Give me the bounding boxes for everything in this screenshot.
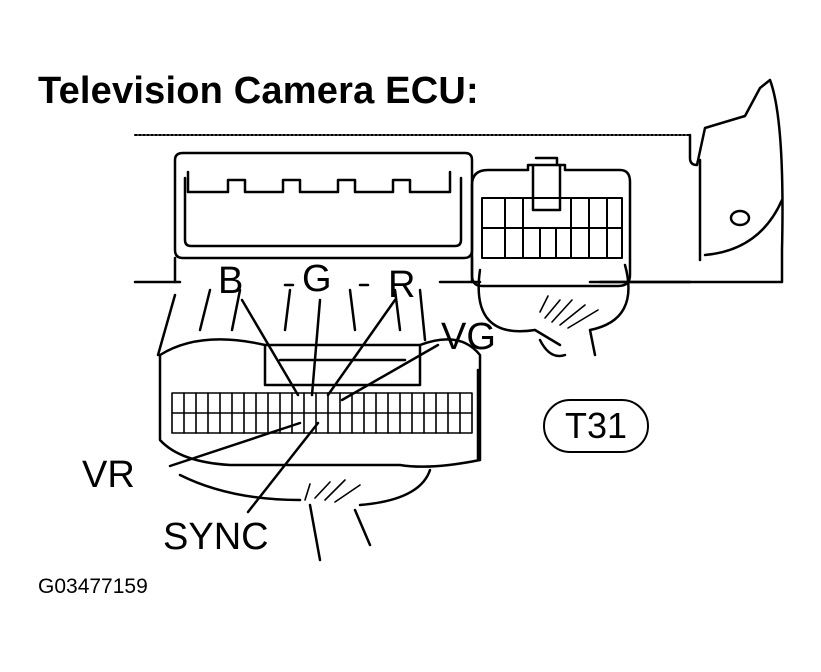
lower-connector-sides <box>156 293 480 462</box>
lower-harness <box>178 468 432 562</box>
connector-code-badge: T31 <box>543 399 649 453</box>
leader-vg <box>340 343 440 402</box>
right-connector-latch <box>531 156 562 212</box>
pin-label-b: B <box>218 260 244 302</box>
figure-code: G03477159 <box>38 575 148 598</box>
mount-hole <box>729 209 751 227</box>
pin-label-vr: VR <box>82 454 135 496</box>
lower-connector-body <box>158 338 482 468</box>
pin-label-g: G <box>302 258 332 300</box>
diagram-title: Television Camera ECU: <box>38 70 479 112</box>
leader-sync <box>246 421 320 514</box>
right-connector-cavities <box>481 197 623 259</box>
left-connector-outer <box>173 151 474 260</box>
right-harness <box>477 263 630 358</box>
left-connector-keyed-edge <box>186 170 452 194</box>
leader-r <box>326 298 397 397</box>
leader-b <box>240 298 300 397</box>
housing-right-inner <box>698 158 784 262</box>
left-connector-socket <box>183 176 463 248</box>
housing-right-contour <box>598 78 784 284</box>
lower-connector-pin-row <box>171 392 473 434</box>
lower-harness-wires <box>304 479 361 503</box>
leader-g <box>310 298 322 397</box>
leader-vr <box>168 421 302 468</box>
pin-label-r: R <box>388 264 416 306</box>
leader-lines <box>168 298 440 514</box>
pin-label-vg: VG <box>441 316 496 358</box>
lower-connector-top <box>263 343 422 362</box>
pin-label-sync: SYNC <box>163 516 269 558</box>
right-harness-wires <box>539 295 599 329</box>
lower-connector-hood <box>198 288 427 342</box>
